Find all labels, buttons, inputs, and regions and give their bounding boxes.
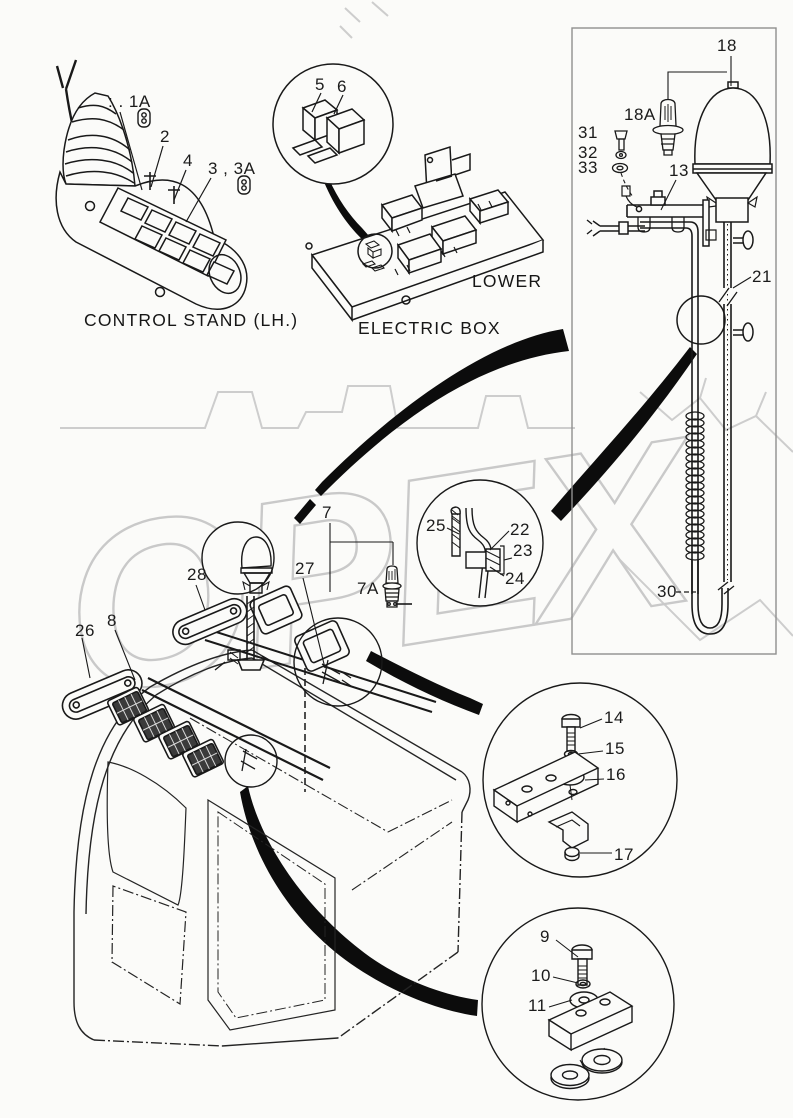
callout-25: 25 (426, 516, 446, 535)
beacon-assembly-panel (571, 27, 777, 655)
callout-13: 13 (669, 161, 689, 180)
callout-10: 10 (531, 966, 551, 985)
callout-6: 6 (337, 77, 347, 96)
callout-17: 17 (614, 845, 634, 864)
callout-30: 30 (657, 582, 677, 601)
callout-2: 2 (160, 127, 170, 146)
electric-box-drawing (272, 63, 545, 323)
bracket-detail-circle (416, 479, 544, 607)
callout-14: 14 (604, 708, 624, 727)
callout-31: 31 (578, 123, 598, 142)
callout-33: 33 (578, 158, 598, 177)
caption-electric-box: ELECTRIC BOX (358, 318, 501, 338)
swoosh-arrows (240, 179, 697, 1016)
callout-3-3a: 3 , 3A (208, 159, 256, 178)
caption-control-stand: CONTROL STAND (LH.) (84, 310, 299, 330)
callout-28: 28 (187, 565, 207, 584)
callout-32: 32 (578, 143, 598, 162)
callout-8: 8 (107, 611, 117, 630)
callout-4: 4 (183, 151, 193, 170)
callout-26: 26 (75, 621, 95, 640)
control-stand-drawing (55, 59, 251, 310)
bar-mount-detail-circle (482, 682, 678, 878)
callout-24: 24 (505, 569, 525, 588)
callout-7a: 7A (357, 579, 379, 598)
caption-lower: LOWER (472, 271, 543, 291)
swoosh-to-bar-detail (366, 651, 483, 715)
callout-11: 11 (528, 996, 547, 1015)
callout-15: 15 (605, 739, 625, 758)
swoosh-to-bracket-detail (551, 347, 697, 521)
callout-1a: : . 1A (108, 92, 151, 111)
callout-22: 22 (510, 520, 530, 539)
swoosh-tip-sliver (294, 499, 316, 524)
cab-drawing (73, 649, 471, 1047)
callout-27: 27 (295, 559, 315, 578)
swoosh-to-beacon (315, 329, 569, 496)
base-mount-detail-circle (481, 907, 675, 1101)
work-light-bar-drawing (61, 577, 437, 788)
callout-21: 21 (752, 267, 772, 286)
beacon-detail-circle (201, 521, 275, 595)
callout-16: 16 (606, 765, 626, 784)
pointer-electric-box-detail (324, 179, 369, 241)
callout-7: 7 (322, 503, 332, 522)
callout-5: 5 (315, 75, 325, 94)
callout-9: 9 (540, 927, 550, 946)
callout-23: 23 (513, 541, 533, 560)
beacon-callout-lines (329, 523, 412, 608)
callout-18: 18 (717, 36, 737, 55)
callout-18a: 18A (624, 105, 656, 124)
swoosh-to-base-detail (240, 786, 478, 1016)
